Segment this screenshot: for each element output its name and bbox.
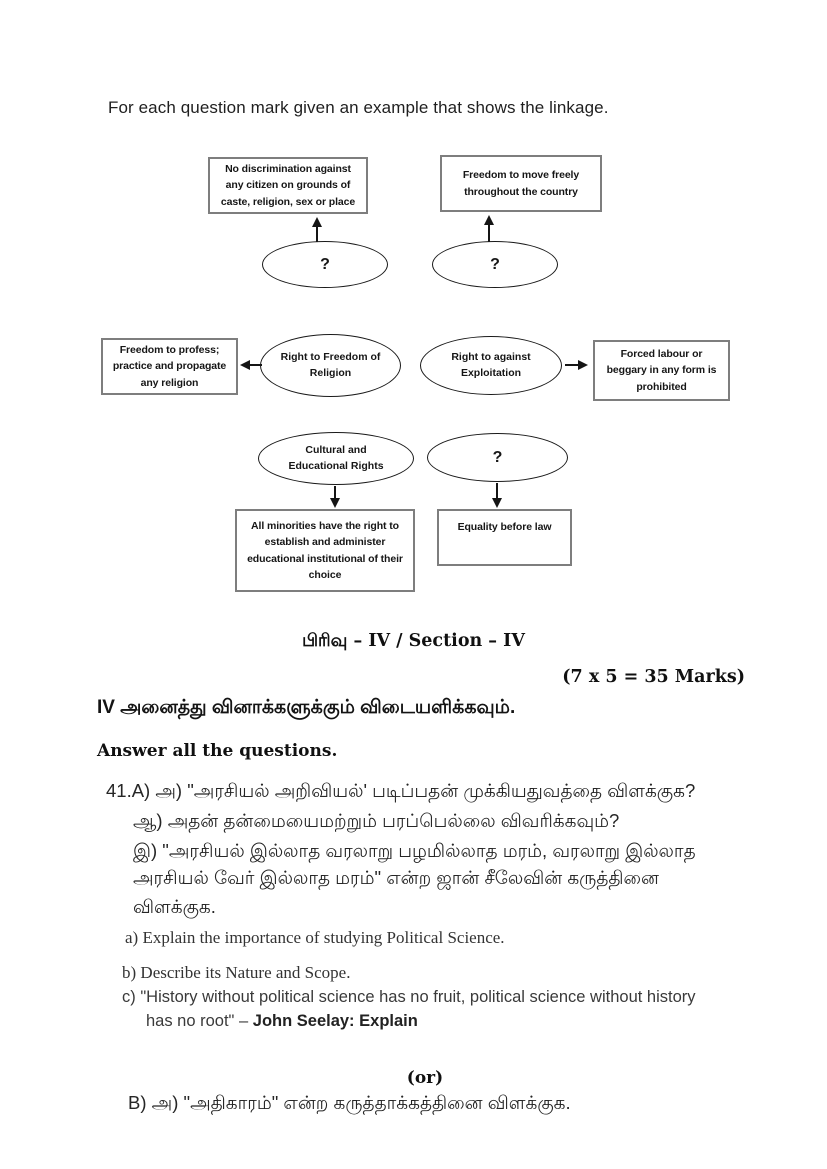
question-41a-tamil-line: 41.A) அ) "அரசியல் அறிவியல்' படிப்பதன் மு… xyxy=(106,780,696,801)
box-freedom-to-move: Freedom to move freely throughout the co… xyxy=(440,155,602,212)
intro-text: For each question mark given an example … xyxy=(108,98,609,117)
marks-label: (7 x 5 = 35 Marks) xyxy=(562,667,745,687)
section-title: பிரிவு – IV / Section – IV xyxy=(302,631,525,651)
question-41b-tamil-line: B) அ) "அதிகாரம்" என்ற கருத்தாக்கத்தினை வ… xyxy=(128,1092,571,1113)
or-separator: (or) xyxy=(406,1068,444,1088)
box-minorities-rights: All minorities have the right to establi… xyxy=(235,509,415,592)
question-41a-english-b: b) Describe its Nature and Scope. xyxy=(122,963,351,982)
question-41a-tamil-line: அரசியல் வேர் இல்லாத மரம்" என்ற ஜான் சீலே… xyxy=(133,867,659,888)
oval-right-against-exploitation: Right to against Exploitation xyxy=(420,336,562,395)
oval-right-to-freedom-of-religion: Right to Freedom of Religion xyxy=(260,334,401,397)
oval-question-mark-3: ? xyxy=(427,433,568,482)
quote-author: John Seelay: Explain xyxy=(252,1012,418,1030)
question-41a-english-c-line1: c) "History without political science ha… xyxy=(122,988,696,1006)
instruction-tamil: IV அனைத்து வினாக்களுக்கும் விடையளிக்கவும… xyxy=(97,697,516,718)
question-41a-tamil-line: விளக்குக. xyxy=(133,896,216,917)
box-forced-labour: Forced labour or beggary in any form is … xyxy=(593,340,730,401)
oval-cultural-educational-rights: Cultural and Educational Rights xyxy=(258,432,414,485)
question-41a-tamil-line: இ) "அரசியல் இல்லாத வரலாறு பழமில்லாத மரம்… xyxy=(133,840,696,861)
question-41a-english-c-line2: has no root" – John Seelay: Explain xyxy=(146,1012,418,1031)
question-41a-english-a: a) Explain the importance of studying Po… xyxy=(125,928,505,947)
oval-question-mark-2: ? xyxy=(432,241,558,288)
box-freedom-to-profess: Freedom to profess; practice and propaga… xyxy=(101,338,238,395)
box-no-discrimination: No discrimination against any citizen on… xyxy=(208,157,368,214)
question-41a-tamil-line: ஆ) அதன் தன்மையைமற்றும் பரப்பெல்லை விவரிக… xyxy=(133,810,620,831)
quote-text: has no root" – xyxy=(146,1012,253,1030)
box-equality-before-law: Equality before law xyxy=(437,509,572,566)
oval-question-mark-1: ? xyxy=(262,241,388,288)
instruction-english: Answer all the questions. xyxy=(97,741,338,761)
